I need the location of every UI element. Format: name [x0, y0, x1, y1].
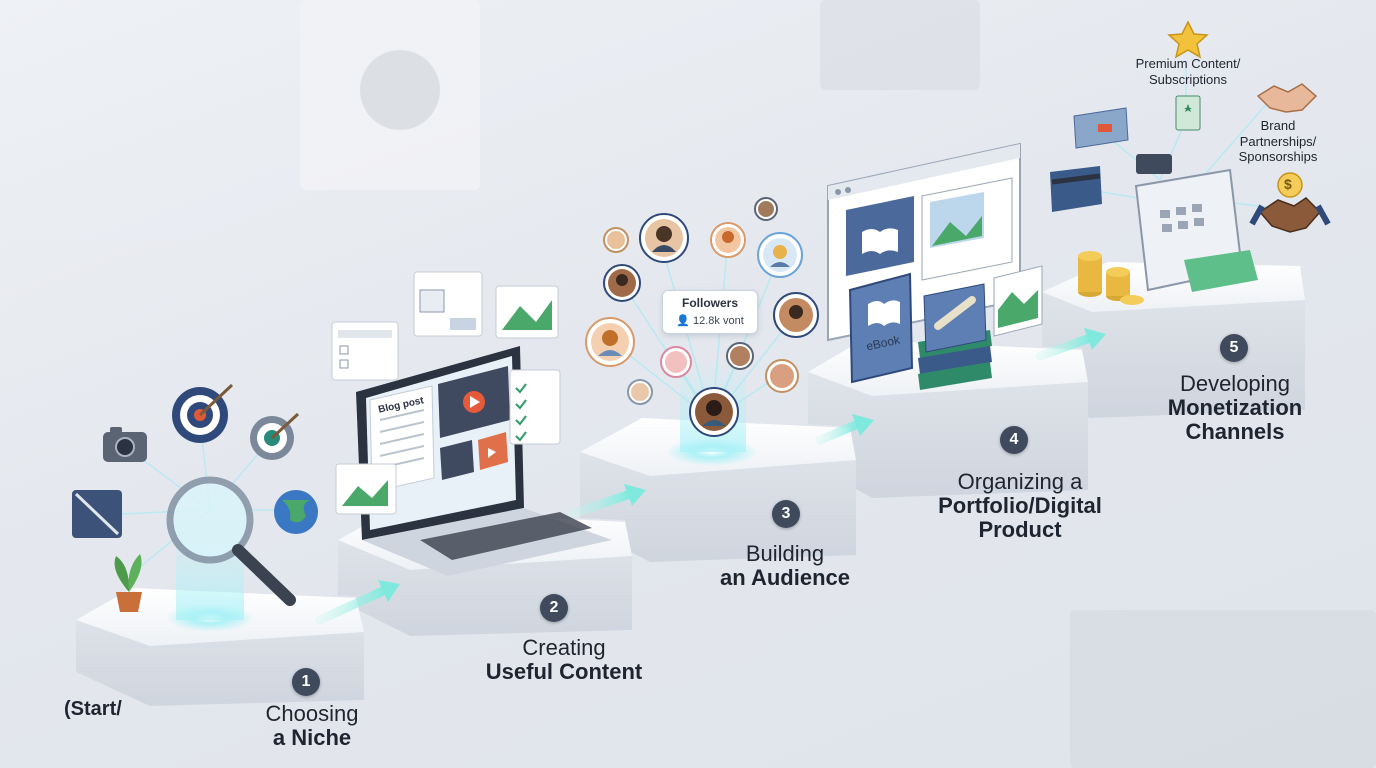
arrow-3-to-4	[815, 414, 874, 445]
step-number-4: 4	[1000, 426, 1028, 454]
followers-count-value: 12.8k vont	[693, 315, 744, 327]
magnifying-glass-icon	[166, 476, 296, 606]
avatar	[757, 232, 803, 278]
design-tool-icon	[72, 490, 122, 538]
step-label-4: Organizing a Portfolio/Digital Product	[938, 469, 1102, 543]
floating-doc-1	[331, 321, 399, 381]
avatar	[603, 227, 629, 253]
credit-card-icon-2	[1050, 166, 1102, 212]
ebook-icon	[848, 272, 914, 384]
target-icon-small	[250, 412, 300, 460]
avatar	[765, 359, 799, 393]
background-panel	[820, 0, 980, 90]
camera-icon	[103, 427, 147, 462]
image-card-left	[335, 463, 397, 515]
handshake-icon-2	[1249, 197, 1331, 233]
globe-icon	[274, 490, 318, 534]
step-number-3: 3	[772, 500, 800, 528]
background-desk-left	[0, 240, 220, 300]
arrow-2-to-3	[567, 484, 646, 519]
cash-register-icon	[1134, 154, 1258, 292]
premium-content-label: Premium Content/ Subscriptions	[1135, 56, 1241, 87]
photo-gallery-icon	[993, 265, 1043, 337]
followers-card: Followers 👤 12.8k vont	[662, 290, 758, 334]
followers-title: Followers	[681, 296, 738, 310]
ticket-icon	[1175, 95, 1201, 131]
credit-card-icon	[1073, 107, 1129, 149]
checklist-card	[509, 369, 561, 445]
avatar-group	[585, 197, 819, 437]
step-label-2: Creating Useful Content	[485, 635, 643, 685]
step-number-5: 5	[1220, 334, 1248, 362]
user-icon: 👤	[676, 315, 690, 327]
avatar	[754, 197, 778, 221]
background-circle	[360, 50, 440, 130]
arrow-4-to-5	[1035, 328, 1106, 361]
avatar	[689, 387, 739, 437]
avatar	[639, 213, 689, 263]
start-label: (Start/	[64, 698, 122, 720]
certificate-icon	[923, 283, 987, 353]
target-icon-large	[172, 383, 234, 443]
handshake-icon	[1256, 83, 1318, 113]
arrow-1-to-2	[315, 580, 400, 625]
video-thumbnails	[440, 432, 508, 480]
video-player-icon	[438, 366, 510, 438]
avatar	[585, 317, 635, 367]
floating-doc-2	[413, 271, 483, 337]
star-icon	[1167, 20, 1209, 59]
folder-book-icon	[846, 196, 914, 276]
step-number-2: 2	[540, 594, 568, 622]
avatar	[710, 222, 746, 258]
step-label-1: Choosing a Niche	[265, 701, 359, 751]
dollar-symbol: $	[1284, 176, 1292, 192]
dollar-coin-icon	[1277, 172, 1303, 198]
floating-image-card	[495, 285, 559, 339]
step-label-3: Building an Audience	[720, 541, 850, 591]
step-number-1: 1	[292, 668, 320, 696]
avatar	[603, 264, 641, 302]
followers-count: 👤 12.8k vont	[663, 314, 757, 327]
plant-icon	[114, 554, 142, 612]
brand-partnerships-label: Brand Partnerships/ Sponsorships	[1238, 118, 1318, 165]
avatar	[627, 379, 653, 405]
avatar	[773, 292, 819, 338]
image-panel	[921, 177, 1013, 281]
background-table	[1070, 610, 1376, 768]
avatar	[726, 342, 754, 370]
coin-stack-icon	[1078, 251, 1144, 305]
step-label-5: Developing Monetization Channels	[1167, 371, 1303, 445]
avatar	[660, 346, 692, 378]
